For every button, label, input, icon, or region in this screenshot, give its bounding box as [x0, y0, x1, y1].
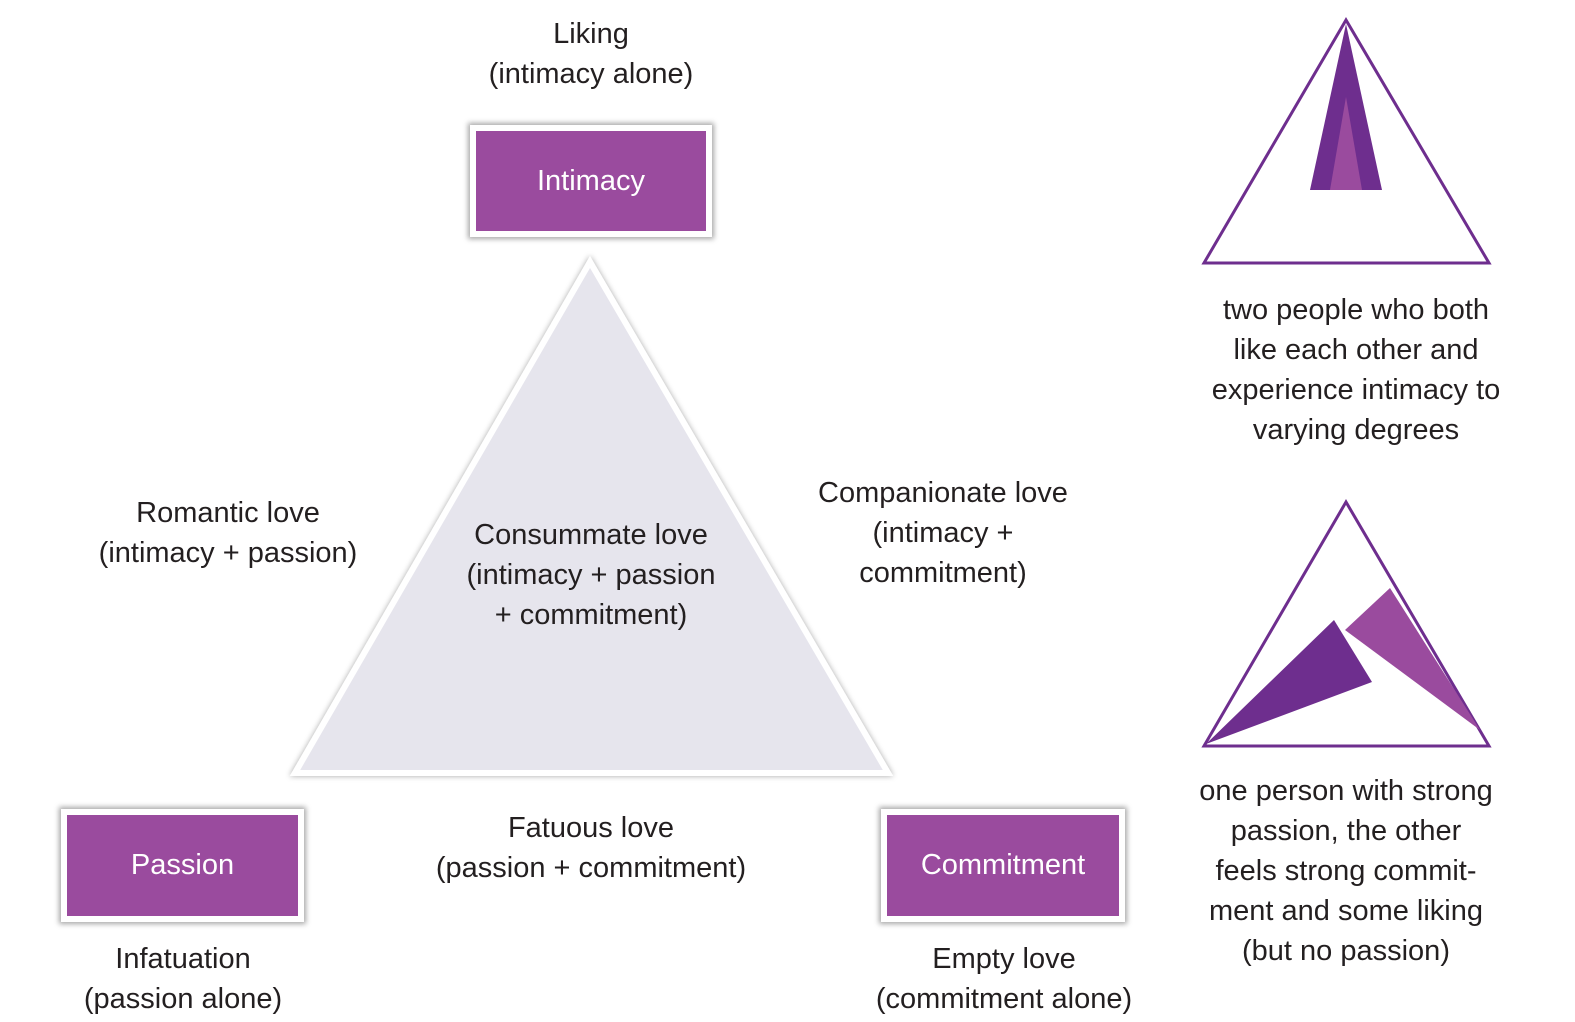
example-triangle-top-light [1330, 97, 1362, 190]
intimacy-box: Intimacy [470, 125, 712, 237]
commitment-box: Commitment [881, 809, 1125, 922]
consummate-love-label: Consummate love(intimacy + passion+ comm… [466, 519, 716, 631]
example-triangle-bottom-dark [1206, 620, 1372, 744]
companionate-love-label: Companionate love(intimacy +commitment) [818, 477, 1068, 589]
example-triangle-bottom-outline [1201, 499, 1492, 748]
passion-box: Passion [61, 809, 304, 922]
infatuation-label: Infatuation(passion alone) [83, 943, 283, 1015]
romantic-love-label: Romantic love(intimacy + passion) [98, 497, 358, 569]
fatuous-love-label: Fatuous love(passion + commitment) [435, 812, 747, 884]
empty-love-label: Empty love(commitment alone) [875, 943, 1133, 1015]
example-triangle-top-outline [1201, 17, 1492, 265]
love-triangle [289, 256, 894, 776]
example-triangle-bottom-light [1345, 588, 1480, 730]
liking-label: Liking(intimacy alone) [488, 18, 694, 90]
